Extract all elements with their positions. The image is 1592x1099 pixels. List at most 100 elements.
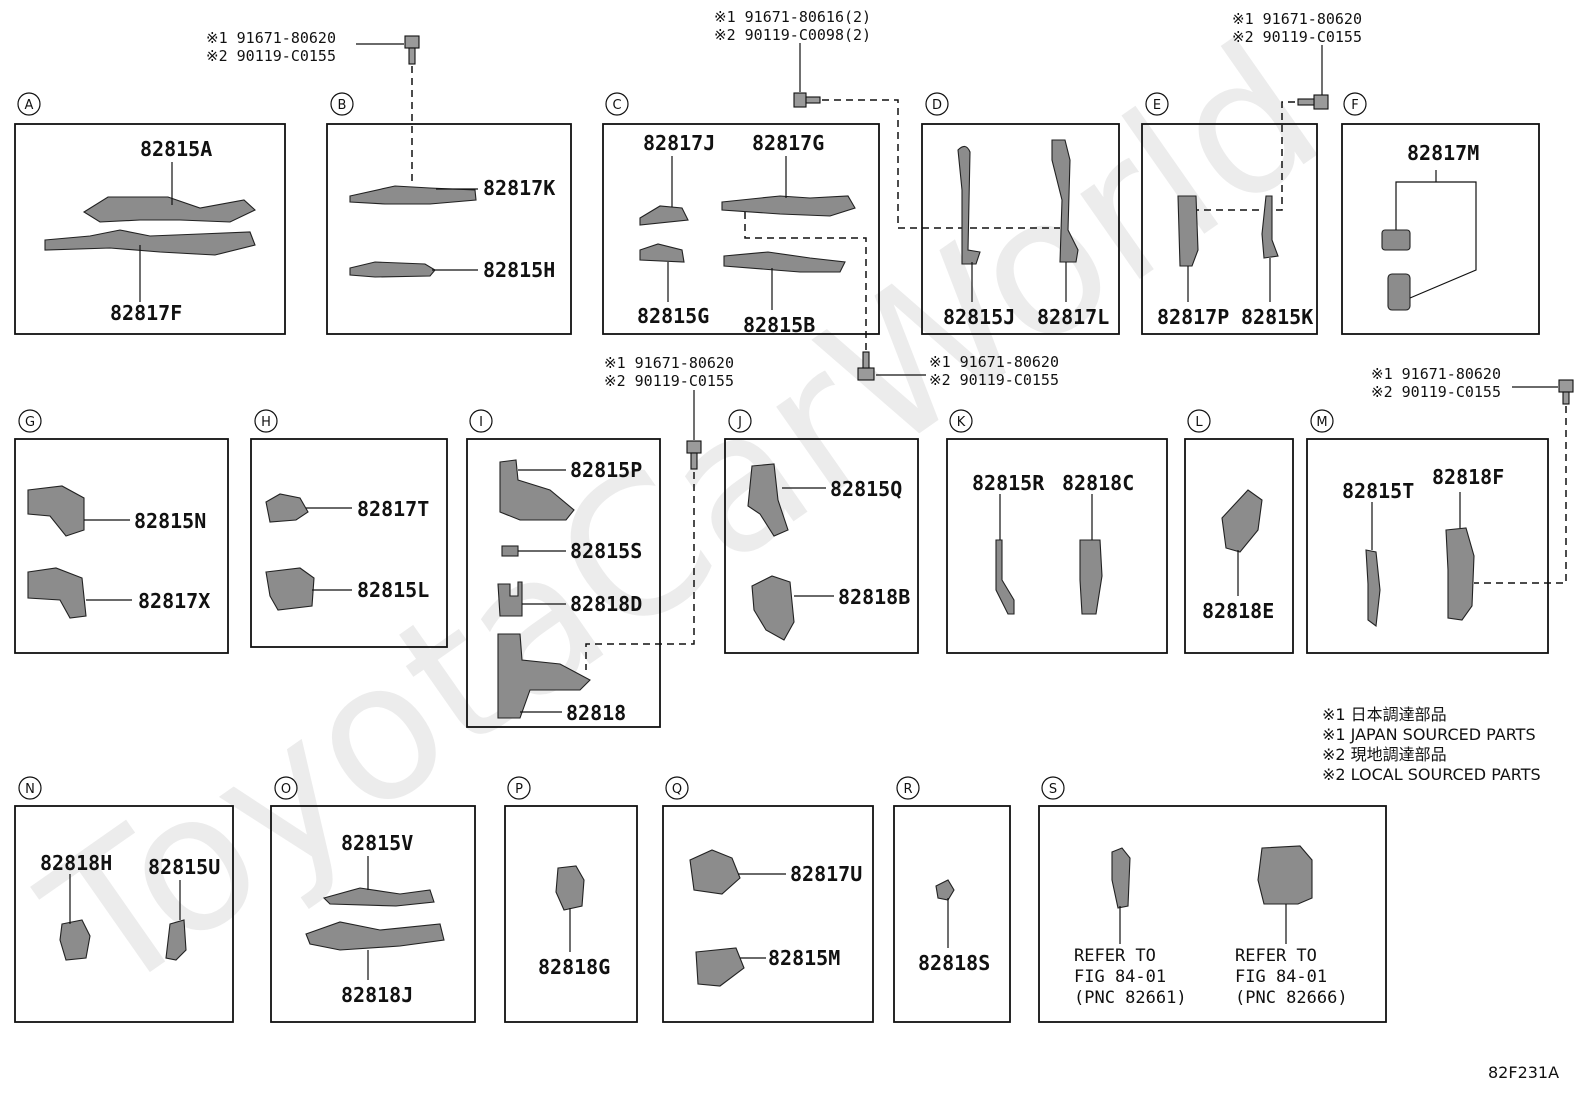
svg-text:H: H (261, 415, 271, 430)
svg-text:82815S: 82815S (570, 539, 642, 563)
part-82815k: 82815K (1241, 195, 1313, 329)
part-82818b: 82818B (751, 575, 910, 641)
svg-text:※1 91671-80620: ※1 91671-80620 (604, 354, 734, 372)
section-box-m (1306, 438, 1549, 654)
svg-text:B: B (338, 98, 347, 113)
svg-text:82817K: 82817K (483, 176, 555, 200)
refer-assembly-2: REFER TO FIG 84-01 (PNC 82666) (1235, 845, 1348, 1008)
svg-text:82817G: 82817G (752, 131, 824, 155)
figure-id: 82F231A (1488, 1063, 1559, 1082)
svg-text:82818H: 82818H (40, 851, 112, 875)
bolt-icon (1297, 94, 1329, 110)
part-82818s: 82818S (918, 879, 990, 975)
svg-text:82817M: 82817M (1407, 141, 1479, 165)
part-82817l: 82817L (1037, 139, 1109, 329)
svg-text:82815N: 82815N (134, 509, 206, 533)
section-marker-o: O (274, 776, 298, 800)
svg-text:※2 90119-C0155: ※2 90119-C0155 (206, 47, 336, 65)
section-marker-h: H (254, 409, 278, 433)
svg-text:82818B: 82818B (838, 585, 910, 609)
svg-text:REFER TO: REFER TO (1074, 946, 1156, 966)
part-82817f: 82817F (44, 229, 256, 325)
section-marker-b: B (330, 92, 354, 116)
part-82818f: 82818F (1432, 465, 1504, 621)
svg-text:※2 90119-C0155: ※2 90119-C0155 (604, 372, 734, 390)
bolt-icon (1558, 379, 1574, 405)
svg-text:82817P: 82817P (1157, 305, 1229, 329)
section-box-i (466, 438, 661, 728)
section-box-r (893, 805, 1011, 1023)
svg-text:82815P: 82815P (570, 458, 642, 482)
section-marker-m: M (1310, 409, 1334, 433)
section-marker-f: F (1343, 92, 1367, 116)
section-marker-p: P (507, 776, 531, 800)
svg-text:82815R: 82815R (972, 471, 1045, 495)
svg-text:Q: Q (672, 782, 682, 797)
fastener-callout-3: ※1 91671-80620 ※2 90119-C0155 (1190, 10, 1362, 211)
svg-text:82818E: 82818E (1202, 599, 1274, 623)
svg-text:A: A (25, 98, 34, 113)
part-82818e: 82818E (1202, 489, 1274, 623)
part-82815q: 82815Q (747, 463, 902, 537)
svg-text:82818G: 82818G (538, 955, 610, 979)
section-box-c (602, 123, 880, 335)
svg-text:REFER TO: REFER TO (1235, 946, 1317, 966)
svg-text:82815M: 82815M (768, 946, 840, 970)
part-82815b: 82815B (723, 251, 846, 337)
svg-text:P: P (515, 782, 523, 797)
refer-assembly-1: REFER TO FIG 84-01 (PNC 82661) (1074, 847, 1187, 1008)
section-box-s (1038, 805, 1387, 1023)
part-82817p: 82817P (1157, 195, 1229, 329)
svg-text:I: I (479, 415, 483, 430)
part-82815v: 82815V (322, 831, 435, 907)
section-marker-i: I (469, 409, 493, 433)
section-marker-s: S (1041, 776, 1065, 800)
part-82817g: 82817G (721, 131, 856, 217)
section-box-e (1141, 123, 1318, 335)
svg-text:※1 日本調達部品: ※1 日本調達部品 (1322, 705, 1447, 724)
section-box-k (946, 438, 1168, 654)
section-box-d (921, 123, 1120, 335)
svg-text:82818S: 82818S (918, 951, 990, 975)
svg-text:82815B: 82815B (743, 313, 815, 337)
svg-text:R: R (903, 782, 912, 797)
part-82818: 82818 (497, 633, 626, 725)
svg-text:O: O (281, 782, 291, 797)
part-82815m: 82815M (695, 946, 840, 987)
section-box-g (14, 438, 229, 654)
svg-text:82815U: 82815U (148, 855, 220, 879)
svg-text:J: J (737, 415, 742, 430)
part-82815a: 82815A (82, 137, 256, 223)
section-marker-n: N (18, 776, 42, 800)
part-82815t: 82815T (1342, 479, 1414, 628)
part-82817m: 82817M (1381, 141, 1479, 311)
svg-text:C: C (612, 98, 621, 113)
svg-text:82817F: 82817F (110, 301, 182, 325)
section-marker-e: E (1145, 92, 1169, 116)
svg-text:※2 90119-C0098(2): ※2 90119-C0098(2) (714, 26, 871, 44)
section-marker-g: G (18, 409, 42, 433)
svg-text:FIG 84-01: FIG 84-01 (1074, 967, 1166, 987)
svg-text:K: K (957, 415, 966, 430)
svg-text:※1 JAPAN SOURCED PARTS: ※1 JAPAN SOURCED PARTS (1322, 725, 1536, 744)
bolt-icon (793, 92, 821, 108)
svg-text:82818F: 82818F (1432, 465, 1504, 489)
svg-text:82815L: 82815L (357, 578, 429, 602)
section-marker-k: K (949, 409, 973, 433)
section-box-q (662, 805, 874, 1023)
section-marker-q: Q (665, 776, 689, 800)
part-82815v-2: 82818J (305, 921, 445, 1007)
bolt-icon (404, 35, 420, 65)
svg-text:F: F (1351, 98, 1358, 113)
section-box-p (504, 805, 638, 1023)
part-82817u: 82817U (689, 849, 862, 895)
fastener-callout-5: ※1 91671-80620 ※2 90119-C0155 (585, 354, 734, 670)
svg-text:82817U: 82817U (790, 862, 862, 886)
fastener-callout-6: ※1 91671-80620 ※2 90119-C0155 (1371, 365, 1574, 584)
part-82815s: 82815S (501, 539, 642, 563)
section-box-a (14, 123, 286, 335)
svg-text:82817T: 82817T (357, 497, 429, 521)
svg-text:※1 91671-80620: ※1 91671-80620 (206, 29, 336, 47)
svg-text:N: N (25, 782, 35, 797)
